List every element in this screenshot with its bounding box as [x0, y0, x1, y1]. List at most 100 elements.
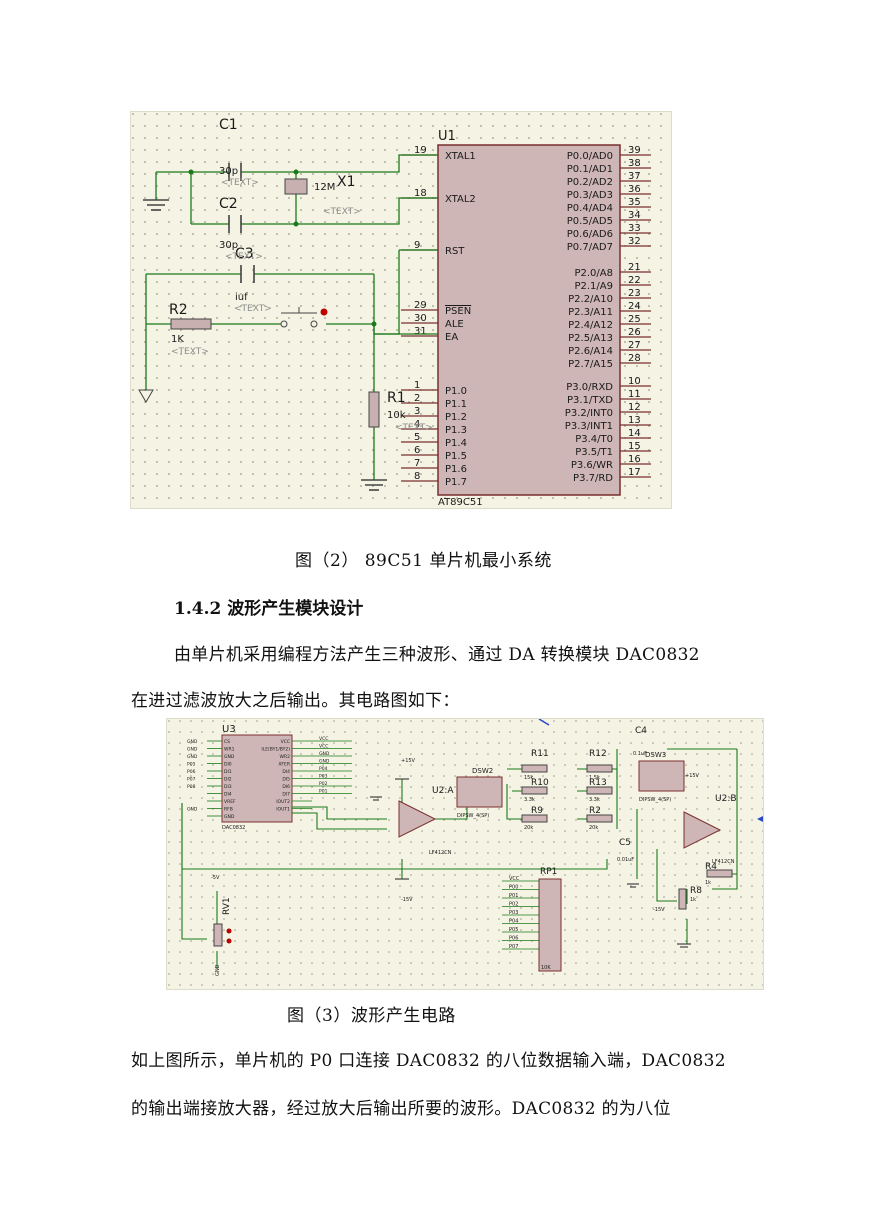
- c2-text: <TEXT>: [225, 252, 263, 262]
- u2b-vplus: +15V: [685, 773, 700, 779]
- u3-pin-name: DI4: [282, 769, 290, 775]
- u2a-vminus: -15V: [401, 897, 413, 903]
- u3-net-label: P08: [187, 784, 196, 790]
- resistor-r10: [521, 786, 548, 795]
- u3-net-label: GND: [319, 759, 330, 765]
- u1-pin-name: P0.4/AD4: [567, 203, 613, 214]
- u2b-part: LF412CN: [712, 859, 735, 865]
- r2-f3-ref: R2: [589, 806, 601, 816]
- section-heading: 1.4.2 波形产生模块设计: [174, 599, 364, 619]
- u1-pin-number: 32: [628, 236, 641, 247]
- u2b-vminus: -15V: [653, 907, 665, 913]
- u3-pin-name: DI1: [224, 769, 232, 775]
- u1-pin-number: 27: [628, 340, 641, 351]
- dsw3-part: DIPSW_4(SP): [639, 797, 671, 803]
- u1-pin-name: P2.7/A15: [568, 359, 613, 370]
- c3-text: <TEXT>: [234, 304, 272, 314]
- u1-pin-number: 15: [628, 441, 641, 452]
- reset-button: [280, 307, 318, 328]
- u3-part: DAC0832: [222, 825, 245, 831]
- resistor-r11: [521, 764, 548, 773]
- u3-net-label: GND: [187, 754, 198, 760]
- u1-pin-name: P3.2/INT0: [565, 408, 613, 419]
- u1-pin-number: 28: [628, 353, 641, 364]
- u1-pin-number: 37: [628, 171, 641, 182]
- resistor-r2-f3: [586, 814, 613, 823]
- c2-ref: C2: [219, 196, 238, 212]
- u1-pin-name: P1.0: [445, 386, 467, 397]
- resistor-r9: [521, 814, 548, 823]
- u3-pin-name: DI4: [224, 792, 232, 798]
- u3-pin-name: DI0: [224, 762, 232, 768]
- resistor-r13: [586, 786, 613, 795]
- rv-gnd: GND: [215, 964, 221, 976]
- u2a-part: LF412CN: [429, 850, 452, 856]
- u1-pin-number: 35: [628, 197, 641, 208]
- u1-pin-name: XTAL2: [445, 194, 476, 205]
- u1-pin-number: 13: [628, 415, 641, 426]
- u1-pin-name: P3.3/INT1: [565, 421, 613, 432]
- u3-net-label: P02: [319, 781, 328, 787]
- rp1-net-label: P07: [509, 944, 518, 950]
- c3-ref: C3: [235, 246, 254, 262]
- u1-pin-name: P2.5/A13: [568, 333, 613, 344]
- rp1-net-label: P00: [509, 885, 518, 891]
- u1-pin-number: 18: [414, 188, 427, 199]
- rp1-net-label: P05: [509, 927, 518, 933]
- chip-u1-ref: U1: [438, 129, 456, 144]
- r8-ref: R8: [690, 886, 702, 896]
- c1-value: 30p: [219, 166, 238, 177]
- u1-pin-name: P3.7/RD: [573, 473, 613, 484]
- u1-pin-name: P1.7: [445, 477, 467, 488]
- u1-pin-number: 14: [628, 428, 641, 439]
- u1-pin-name: P3.0/RXD: [566, 382, 613, 393]
- rv-vminus: -5V: [211, 875, 220, 881]
- r2-f3-value: 20k: [589, 825, 598, 831]
- u1-pin-name: P0.6/AD6: [567, 229, 613, 240]
- r11-ref: R11: [531, 749, 549, 759]
- r13-value: 3.3k: [589, 797, 600, 803]
- u1-pin-number: 6: [414, 445, 420, 456]
- resistor-r8: [678, 888, 687, 910]
- u1-pin-number: 1: [414, 380, 420, 391]
- u3-net-label: GND: [187, 739, 198, 745]
- u3-dac0832-body: [221, 734, 293, 823]
- u1-pin-number: 30: [414, 313, 427, 324]
- rp1-net-label: VCC: [509, 876, 520, 882]
- u1-pin-number: 10: [628, 376, 641, 387]
- u3-pin-name: DI7: [282, 792, 290, 798]
- r2-text: <TEXT>: [171, 347, 209, 357]
- u1-pin-number: 12: [628, 402, 641, 413]
- u1-pin-number: 17: [628, 467, 641, 478]
- u1-pin-number: 23: [628, 288, 641, 299]
- c4-value: 0.1uF: [633, 751, 647, 757]
- c3-value: iuf: [235, 292, 248, 303]
- u1-pin-number: 19: [414, 145, 427, 156]
- u1-pin-number: 5: [414, 432, 420, 443]
- u1-pin-number: 9: [414, 240, 420, 251]
- r12-ref: R12: [589, 749, 607, 759]
- u1-pin-name: P1.2: [445, 412, 467, 423]
- r10-value: 3.3k: [524, 797, 535, 803]
- u3-ref: U3: [222, 724, 236, 735]
- rv1-ref: RV1: [222, 897, 232, 915]
- u1-pin-name: XTAL1: [445, 151, 476, 162]
- rp1-net-label: P03: [509, 910, 518, 916]
- u1-pin-number: 36: [628, 184, 641, 195]
- para2-line1: 如上图所示，单片机的 P0 口连接 DAC0832 的八位数据输入端，DAC08…: [131, 1051, 726, 1071]
- u1-pin-name: P0.1/AD1: [567, 164, 613, 175]
- u1-pin-number: 11: [628, 389, 641, 400]
- u3-net-label: P05: [187, 762, 196, 768]
- c2-value: 30p: [219, 240, 238, 251]
- x1-value: 12M: [314, 182, 335, 193]
- u1-pin-number: 39: [628, 145, 641, 156]
- u1-pin-number: 29: [414, 300, 427, 311]
- dip-switch-dsw2: [456, 776, 503, 808]
- u3-net-label: P04: [319, 766, 328, 772]
- r4-value: 1k: [705, 880, 711, 886]
- dsw3-ref: DSW3: [645, 751, 666, 759]
- u3-net-label: P01: [319, 789, 328, 795]
- u3-pin-name: DI5: [282, 777, 290, 783]
